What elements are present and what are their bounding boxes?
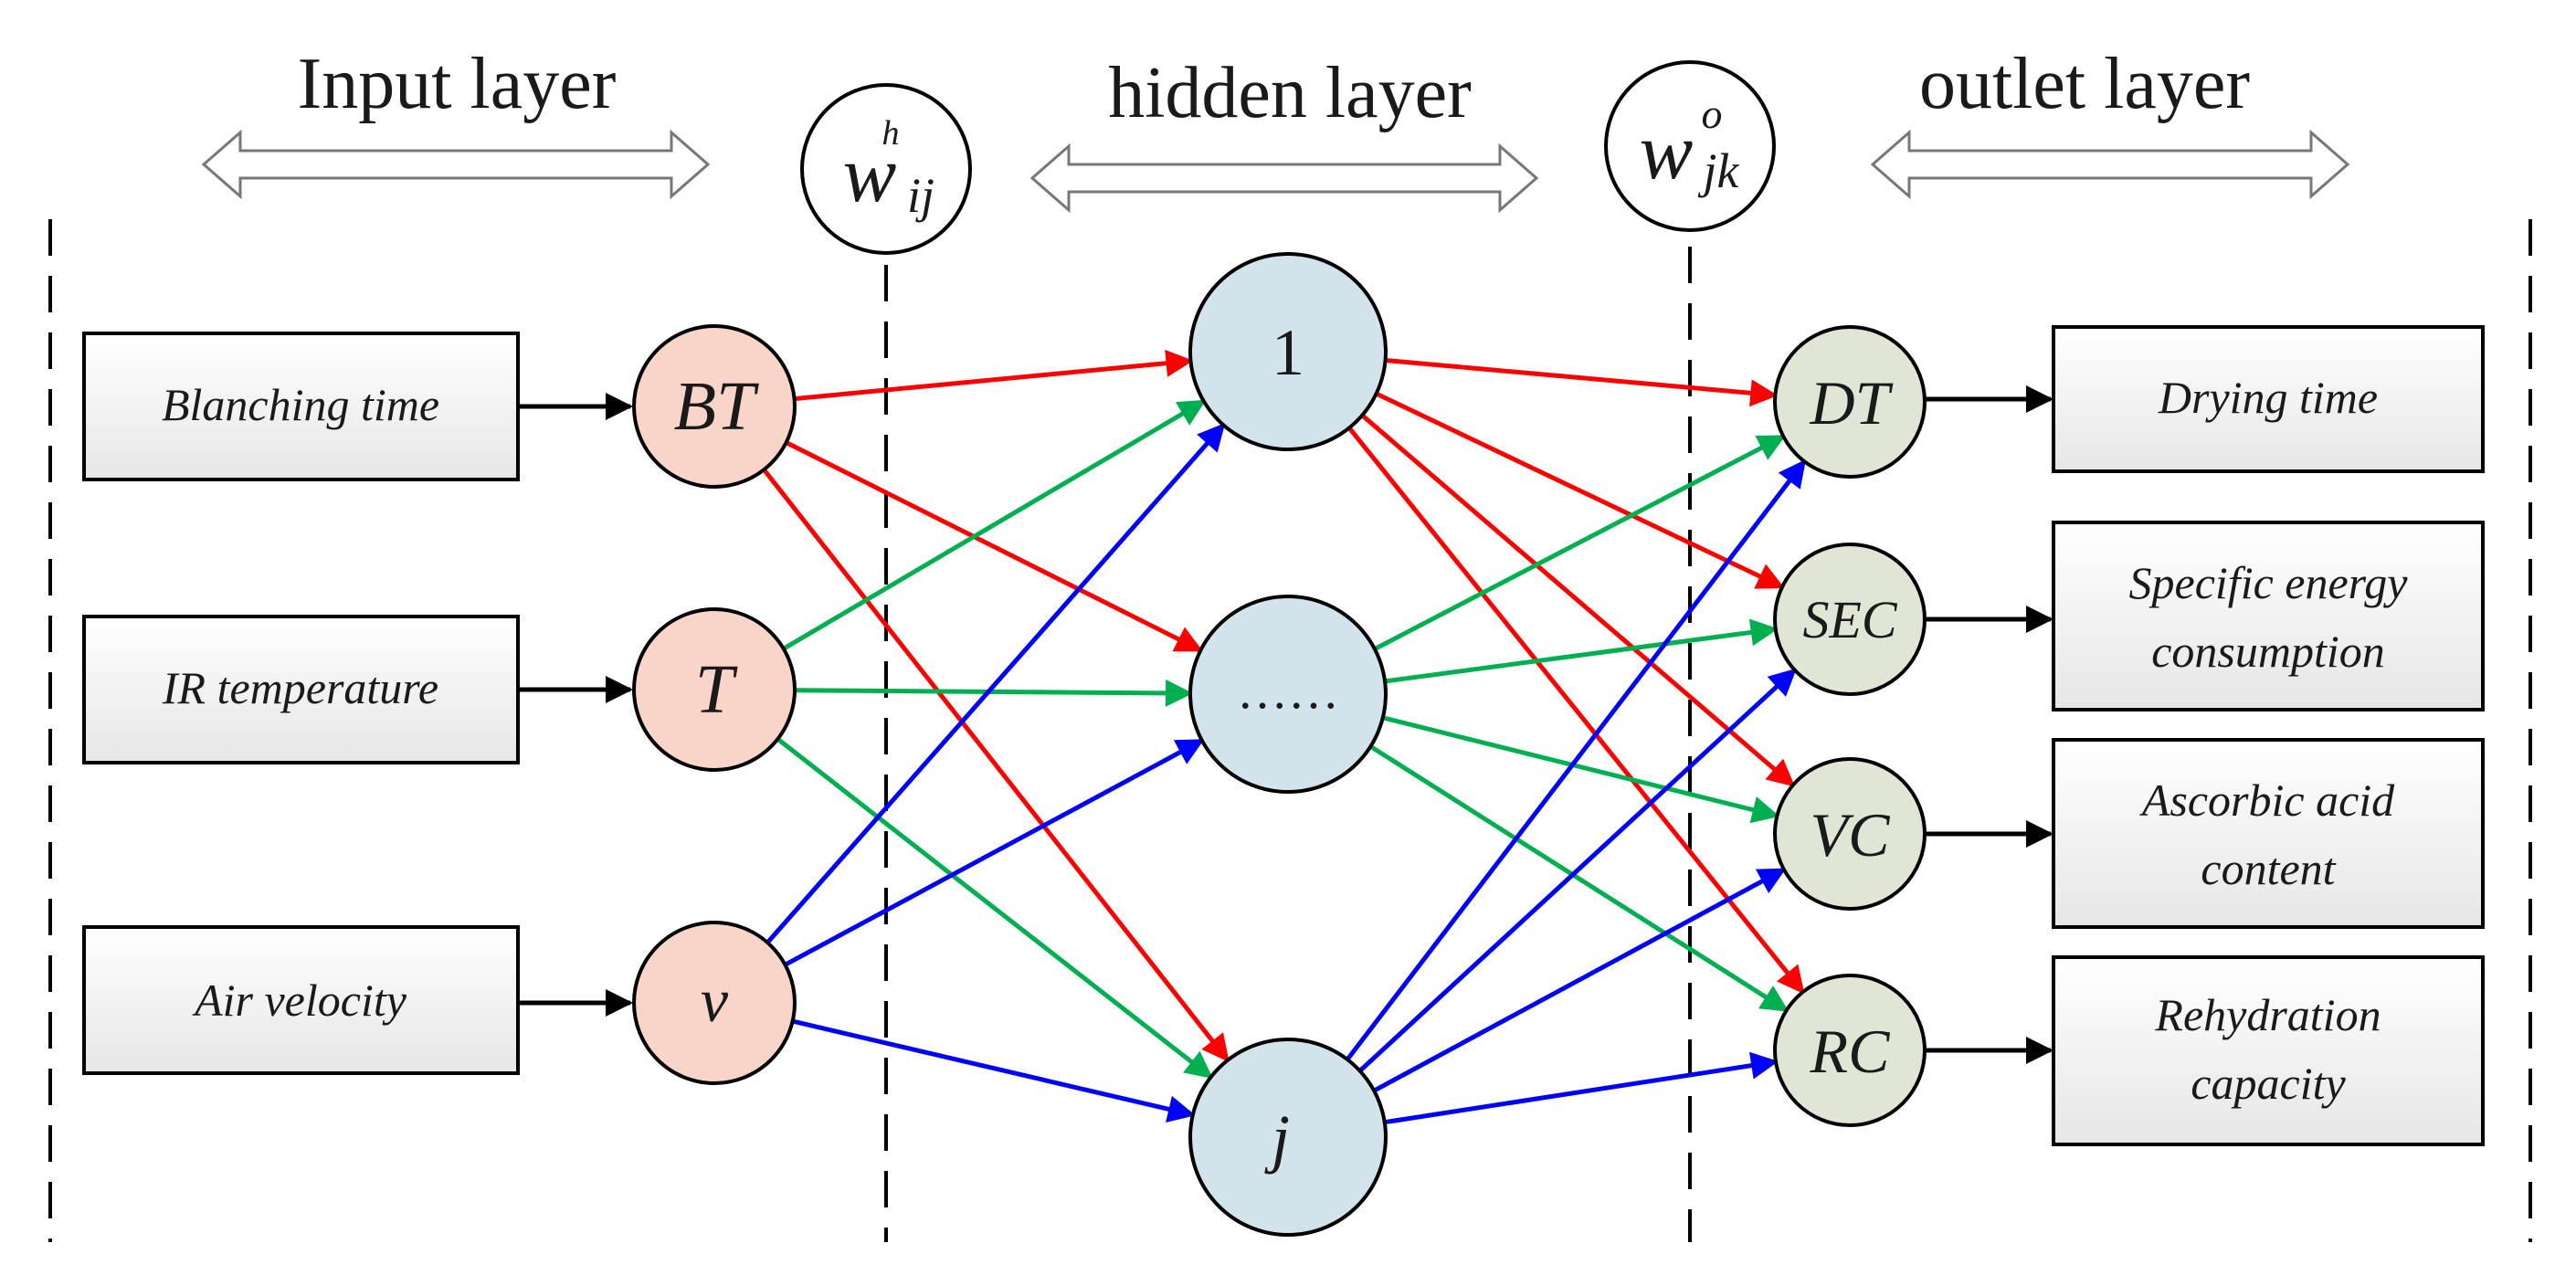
input-layer-title: Input layer (298, 44, 617, 124)
input-box-label: Blanching time (162, 379, 439, 430)
hidden-node-1: 1 (1188, 252, 1388, 451)
output-node-label: VC (1811, 800, 1891, 870)
edge-hidden-2-to-output-3 (1382, 715, 1780, 824)
output-box-line: Ascorbic acid (2139, 775, 2395, 826)
hidden-node-j: j (1188, 1038, 1388, 1237)
output-box-line: Rehydration (2154, 989, 2381, 1040)
input-node-t: T (632, 607, 797, 772)
output-node-sec: SEC (1773, 543, 1927, 696)
output-feed-arrows (1925, 385, 2053, 1064)
output-node-label: RC (1810, 1017, 1891, 1086)
weight-ih-base: w (843, 131, 897, 219)
edge-hidden-2-to-output-4 (1369, 744, 1789, 1013)
weight-ho-sub: jk (1698, 143, 1740, 198)
edge-hidden-1-to-output-2 (1375, 391, 1785, 589)
output-node-vc: VC (1773, 757, 1927, 911)
input-box-air-velocity: Air velocity (82, 925, 520, 1075)
output-box-ascorbic-acid-content: Ascorbic acid content (2052, 738, 2485, 929)
input-box-label: IR temperature (162, 662, 438, 713)
layer-headers: Input layer hidden layer outlet layer (298, 44, 2250, 133)
hidden-layer-span-arrow (1029, 142, 1539, 214)
output-node-rc: RC (1773, 974, 1927, 1127)
input-node-label: v (701, 965, 729, 1035)
edge-hidden-2-to-output-1 (1373, 434, 1786, 651)
edge-input-2-to-hidden-1 (782, 399, 1207, 651)
edge-hidden-3-to-output-1 (1346, 459, 1807, 1061)
output-boxes: Drying time Specific energy consumption … (2052, 325, 2485, 1146)
edge-input-3-to-hidden-3 (792, 1018, 1196, 1123)
edge-input-3-to-hidden-1 (765, 423, 1226, 944)
edge-hidden-3-to-output-4 (1384, 1051, 1779, 1125)
input-feed-arrows (518, 393, 633, 1017)
edge-input-1-to-hidden-1 (794, 349, 1194, 402)
input-boxes: Blanching time IR temperature Air veloci… (82, 332, 520, 1075)
connection-edges (762, 349, 1807, 1125)
weight-ih-sub: ij (907, 168, 934, 223)
edge-hidden-3-to-output-3 (1373, 867, 1787, 1093)
input-node-v: v (632, 921, 797, 1085)
edge-hidden-3-to-output-2 (1358, 668, 1797, 1073)
output-layer-title: outlet layer (1919, 44, 2250, 124)
edge-hidden-1-to-output-3 (1360, 413, 1796, 787)
input-layer-span-arrow (201, 129, 711, 200)
hidden-node-label: 1 (1272, 316, 1304, 389)
output-layer-span-arrow (1870, 129, 2350, 200)
input-node-label: BT (674, 368, 759, 445)
edge-hidden-2-to-output-2 (1384, 618, 1779, 684)
input-box-ir-temperature: IR temperature (82, 615, 520, 764)
edge-hidden-1-to-output-1 (1385, 358, 1779, 407)
output-box-line: content (2201, 843, 2336, 894)
input-box-blanching-time: Blanching time (82, 332, 520, 481)
weight-ho-badge: w o jk (1604, 60, 1776, 232)
edge-input-1-to-hidden-2 (785, 440, 1204, 653)
output-box-specific-energy-consumption: Specific energy consumption (2052, 521, 2485, 712)
hidden-nodes: 1 …… j (1188, 252, 1388, 1237)
edge-input-1-to-hidden-3 (762, 468, 1230, 1063)
output-node-dt: DT (1773, 325, 1927, 479)
edge-input-2-to-hidden-3 (776, 737, 1213, 1080)
hidden-node-ellipsis: …… (1188, 595, 1388, 794)
edge-input-2-to-hidden-2 (794, 679, 1193, 707)
hidden-node-label: …… (1237, 663, 1339, 720)
output-box-line: consumption (2151, 626, 2385, 677)
output-box-line: Specific energy (2129, 557, 2409, 608)
weight-ho-sup: o (1702, 90, 1723, 137)
input-node-bt: BT (632, 324, 797, 489)
output-box-line: Drying time (2158, 372, 2378, 423)
weight-ih-sup: h (882, 114, 900, 153)
output-node-label: SEC (1802, 590, 1897, 649)
edge-input-3-to-hidden-2 (784, 738, 1205, 967)
layer-span-arrows (201, 129, 2350, 214)
output-node-label: DT (1810, 368, 1894, 437)
input-nodes: BT T v (632, 324, 797, 1085)
output-box-line: capacity (2191, 1058, 2346, 1109)
input-box-label: Air velocity (192, 975, 407, 1026)
output-box-drying-time: Drying time (2052, 325, 2485, 473)
output-box-rehydration-capacity: Rehydration capacity (2052, 955, 2485, 1146)
dashed-separators (48, 219, 2532, 1242)
input-node-label: T (695, 651, 738, 728)
output-nodes: DT SEC VC RC (1773, 325, 1927, 1127)
hidden-layer-title: hidden layer (1108, 53, 1472, 133)
weight-ih-badge: w h ij (800, 83, 972, 255)
weight-ho-base: w (1640, 108, 1694, 196)
edge-hidden-1-to-output-4 (1347, 426, 1805, 995)
